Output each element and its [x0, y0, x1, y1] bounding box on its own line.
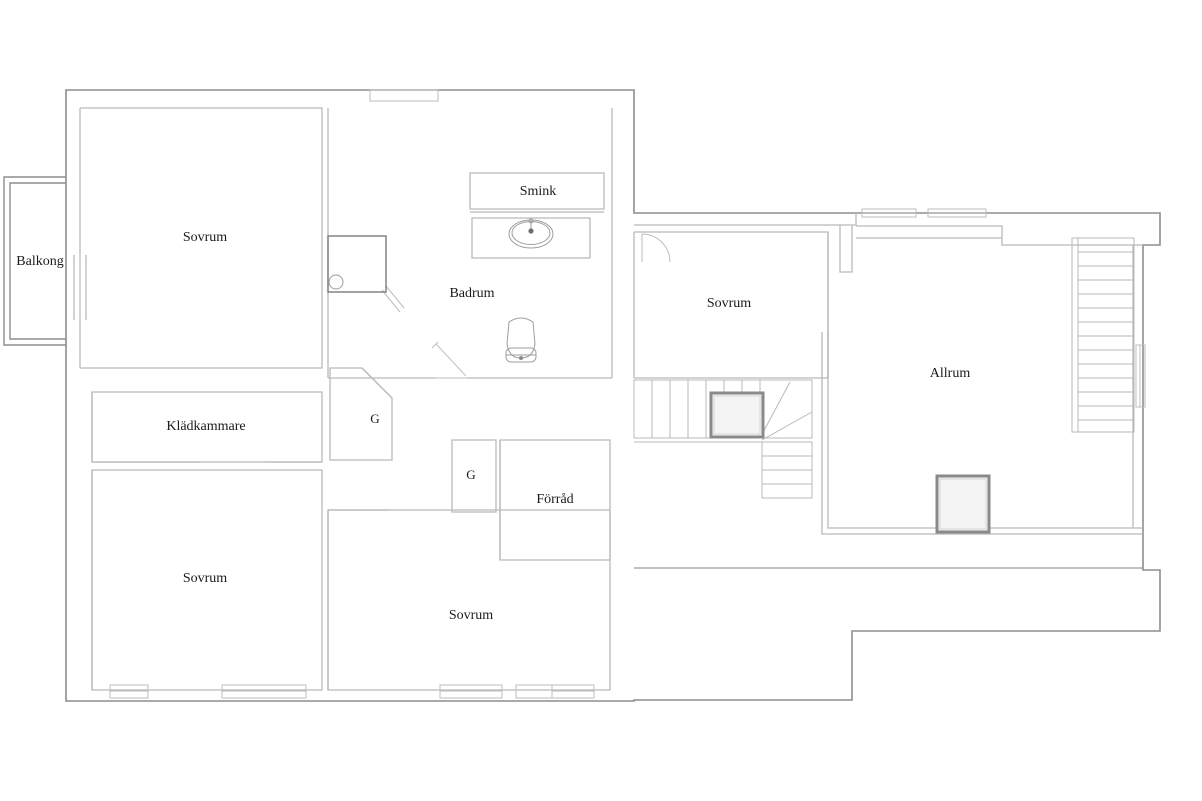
room-label-kladkammare: Klädkammare: [166, 419, 245, 434]
room-label-badrum: Badrum: [449, 286, 494, 301]
toilet-fixture: [505, 317, 537, 363]
room-label-sovrum-nw: Sovrum: [183, 230, 227, 245]
room-label-sovrum-s: Sovrum: [449, 608, 493, 623]
door-swings: [381, 233, 671, 379]
interior-walls: [73, 107, 1143, 691]
room-label-sovrum-ne: Sovrum: [707, 296, 751, 311]
balcony-outline: [3, 176, 66, 346]
sink-fixture: [508, 218, 554, 249]
shower-fixture: [327, 235, 387, 293]
room-label-allrum: Allrum: [930, 366, 971, 381]
room-label-sovrum-sw: Sovrum: [183, 571, 227, 586]
room-label-forrad: Förråd: [536, 492, 573, 507]
exterior-walls: [65, 89, 1161, 702]
staircase-right: [1071, 237, 1135, 433]
room-labels: Balkong Sovrum Klädkammare G Sovrum Sovr…: [16, 184, 970, 623]
shaft-upper: [709, 391, 765, 439]
room-label-smink: Smink: [520, 184, 557, 199]
room-label-balkong: Balkong: [16, 254, 63, 269]
room-label-garderob-s: G: [466, 467, 475, 482]
room-label-garderob-nw: G: [370, 411, 379, 426]
windows: [73, 89, 1146, 699]
shaft-lower: [935, 474, 991, 534]
